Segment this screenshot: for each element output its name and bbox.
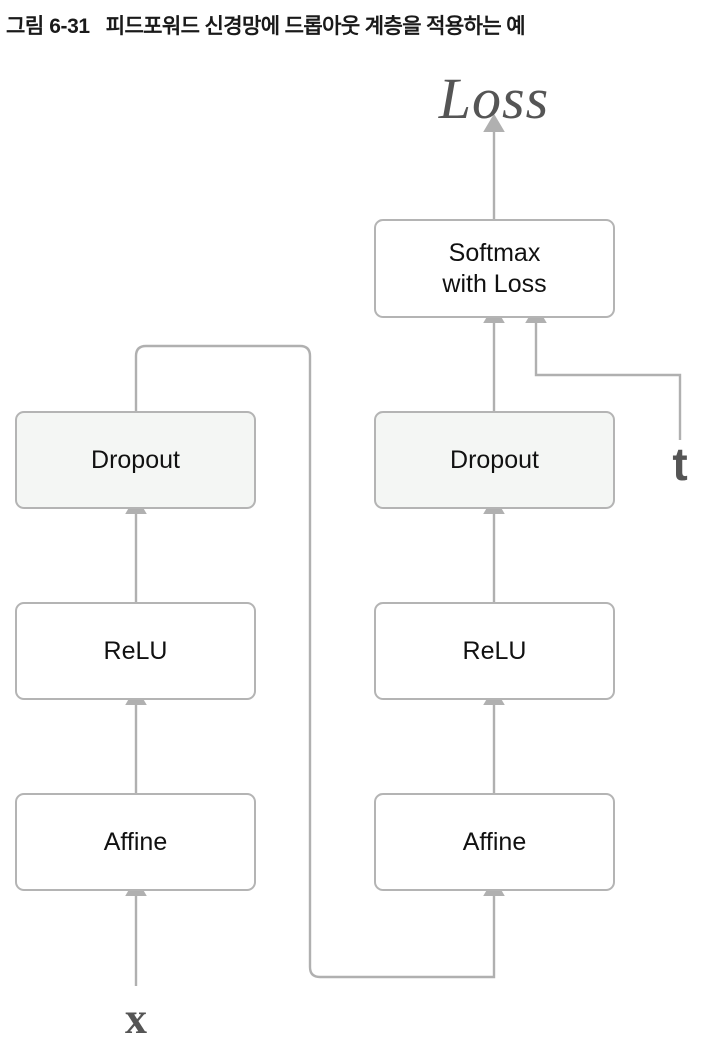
node-softmax-with-loss[interactable]: Softmax with Loss [374, 219, 615, 318]
node-label: Affine [103, 827, 168, 856]
node-label: ReLU [103, 636, 168, 665]
node-label: ReLU [462, 636, 527, 665]
loss-label: Loss [438, 65, 550, 131]
node-label: Dropout [91, 445, 180, 474]
figure-caption: 그림 6-31 피드포워드 신경망에 드롭아웃 계층을 적용하는 예 [6, 6, 718, 44]
node-left-dropout[interactable]: Dropout [15, 411, 256, 509]
node-right-relu[interactable]: ReLU [374, 602, 615, 700]
node-left-affine[interactable]: Affine [15, 793, 256, 891]
figure-caption-text: 피드포워드 신경망에 드롭아웃 계층을 적용하는 예 [105, 15, 526, 38]
node-label: Affine [462, 827, 527, 856]
input-label: x [125, 993, 147, 1043]
node-right-affine[interactable]: Affine [374, 793, 615, 891]
node-label: Softmax with Loss [442, 239, 547, 298]
target-label: t [672, 438, 688, 490]
wire-t-to-softmax [525, 304, 682, 440]
node-left-relu[interactable]: ReLU [15, 602, 256, 700]
node-label: Dropout [450, 445, 539, 474]
figure-caption-number: 그림 6-31 [6, 15, 90, 38]
wire-left-dropout-to-right-affine [134, 344, 505, 979]
node-right-dropout[interactable]: Dropout [374, 411, 615, 509]
